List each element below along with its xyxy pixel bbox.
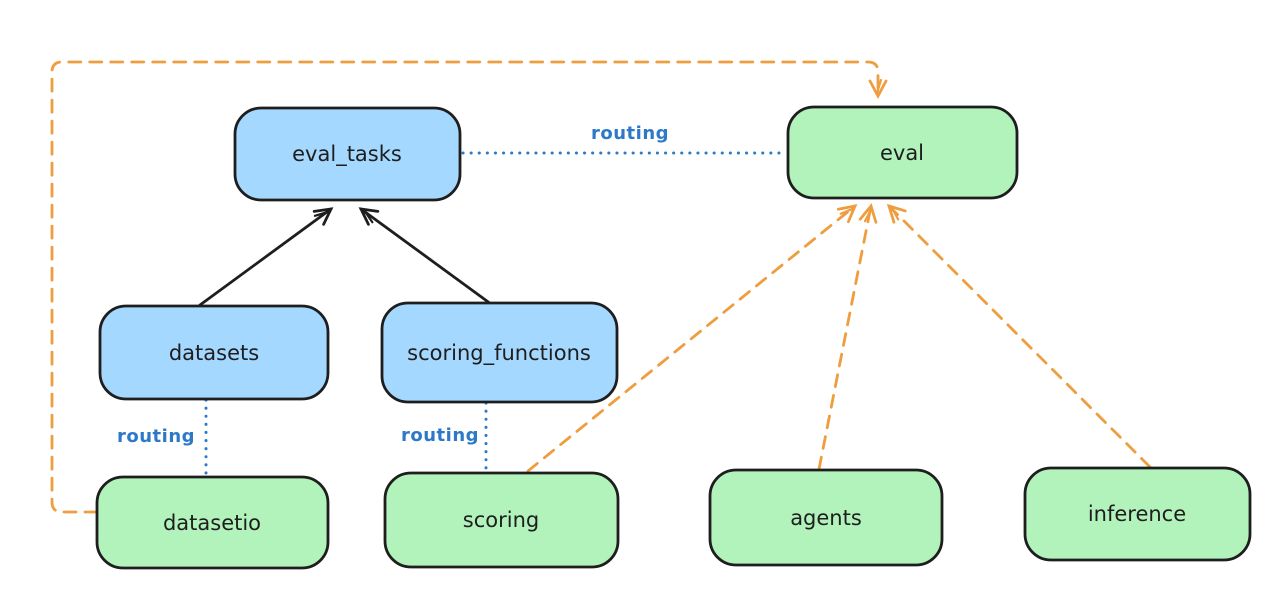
eval-box[interactable] xyxy=(786,105,1019,200)
node-datasetio[interactable]: datasetio xyxy=(95,475,330,570)
node-eval-tasks[interactable]: eval_tasks xyxy=(233,106,462,202)
node-eval[interactable]: eval xyxy=(786,105,1019,200)
node-agents[interactable]: agents xyxy=(708,468,944,567)
inference-label: inference xyxy=(1088,502,1186,526)
scoring-functions-box[interactable] xyxy=(380,301,619,404)
scoring-box[interactable] xyxy=(383,471,620,569)
edge-agents-eval xyxy=(817,203,878,471)
node-scoring[interactable]: scoring xyxy=(383,471,620,569)
scoring-functions-label: scoring_functions xyxy=(407,341,591,366)
agents-box[interactable] xyxy=(708,468,944,567)
node-datasets[interactable]: datasets xyxy=(98,304,330,401)
edge-inference-eval xyxy=(886,203,1152,469)
eval-tasks-label: eval_tasks xyxy=(292,142,402,167)
datasets-box[interactable] xyxy=(98,304,330,401)
datasets-label: datasets xyxy=(169,341,259,365)
datasetio-label: datasetio xyxy=(163,511,261,535)
agents-label: agents xyxy=(790,506,862,530)
inference-box[interactable] xyxy=(1023,466,1252,562)
scoring-label: scoring xyxy=(463,508,539,532)
routing-label-scoring: routing xyxy=(401,425,479,446)
edge-scoring-functions-eval-tasks xyxy=(358,207,493,306)
node-inference[interactable]: inference xyxy=(1023,466,1252,562)
eval-tasks-box[interactable] xyxy=(233,106,462,202)
eval-label: eval xyxy=(880,141,924,165)
node-scoring-functions[interactable]: scoring_functions xyxy=(380,301,619,404)
edge-datasetio-eval-loop xyxy=(50,60,888,514)
routing-label-top: routing xyxy=(591,123,669,144)
edge-datasets-eval-tasks xyxy=(198,207,334,307)
edge-scoring-eval xyxy=(526,204,858,473)
routing-label-datasets: routing xyxy=(117,426,195,447)
datasetio-box[interactable] xyxy=(95,475,330,570)
